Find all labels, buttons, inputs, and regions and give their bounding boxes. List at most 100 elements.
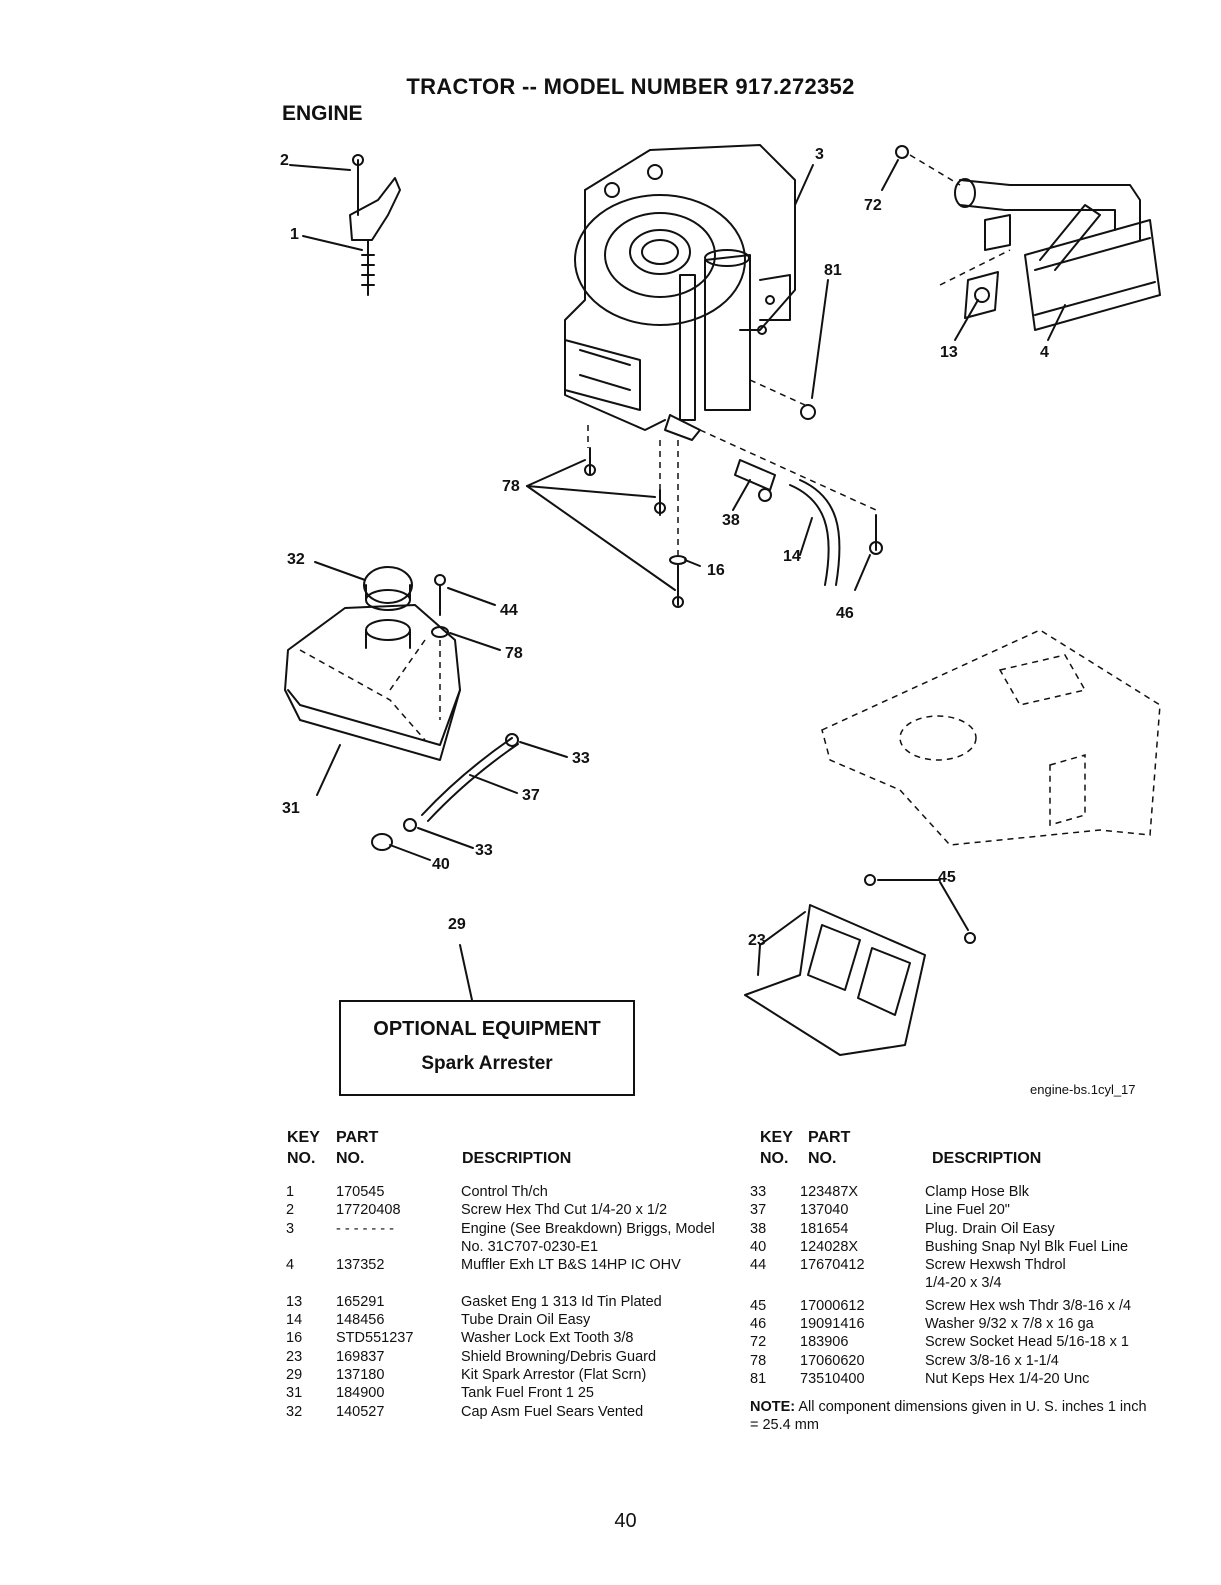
key-no: 13: [286, 1293, 303, 1310]
callout-32: 32: [287, 551, 305, 568]
description: Plug. Drain Oil Easy: [925, 1220, 1055, 1237]
muffler-part: [954, 178, 1161, 331]
key-no: 33: [750, 1184, 767, 1200]
note-label: NOTE:: [750, 1399, 796, 1415]
key-label-1: KEY: [287, 1129, 320, 1146]
part-no: 181654: [800, 1220, 849, 1237]
key-no: 38: [750, 1220, 767, 1237]
key-no: 3: [286, 1220, 295, 1237]
description: Cap Asm Fuel Sears Vented: [461, 1403, 644, 1420]
key-no: 31: [286, 1385, 303, 1402]
description: Tube Drain Oil Easy: [461, 1312, 591, 1329]
mounting-bolts: [584, 447, 883, 608]
left-key-header: KEY NO.: [287, 1127, 320, 1169]
fuel-tank-part: [284, 604, 461, 761]
key-no: 4: [286, 1257, 295, 1274]
part-no: 17670412: [800, 1257, 865, 1274]
right-part-header: PART NO.: [808, 1127, 850, 1169]
callout-38: 38: [722, 512, 740, 529]
part-label-2: NO.: [808, 1150, 837, 1167]
note-text: All component dimensions given in U. S. …: [750, 1399, 1147, 1433]
callout-40: 40: [432, 856, 450, 873]
description: Bushing Snap Nyl Blk Fuel Line: [925, 1238, 1129, 1255]
part-no: - - - - - - -: [336, 1220, 394, 1237]
callout-14: 14: [783, 548, 801, 565]
part-label-2: NO.: [336, 1150, 365, 1167]
part-no: 165291: [336, 1293, 385, 1310]
part-no: 137180: [336, 1366, 385, 1383]
key-no: 45: [750, 1297, 767, 1314]
description: Line Fuel 20": [925, 1202, 1010, 1219]
callout-1: 1: [290, 226, 299, 243]
dimension-note: NOTE: All component dimensions given in …: [750, 1398, 1150, 1434]
key-no: 37: [750, 1202, 767, 1219]
table-row: 38 181654 Plug. Drain Oil Easy: [750, 1220, 1190, 1238]
left-part-header: PART NO.: [336, 1127, 378, 1169]
description: Clamp Hose Blk: [925, 1184, 1029, 1200]
key-no: 1: [286, 1184, 295, 1200]
description: Engine (See Breakdown) Briggs, Model No.…: [461, 1220, 715, 1255]
callout-31: 31: [282, 800, 300, 817]
key-no: 40: [750, 1238, 767, 1255]
gasket-part: [964, 271, 999, 319]
key-no: 16: [286, 1330, 303, 1347]
description: Washer Lock Ext Tooth 3/8: [461, 1330, 634, 1347]
description: Washer 9/32 x 7/8 x 16 ga: [925, 1316, 1094, 1333]
callout-44: 44: [500, 602, 518, 619]
table-row: 16 STD551237 Washer Lock Ext Tooth 3/8: [286, 1329, 746, 1347]
description: Kit Spark Arrestor (Flat Scrn): [461, 1366, 647, 1383]
figure-reference: engine-bs.1cyl_17: [1030, 1082, 1136, 1097]
part-no: 17060620: [800, 1352, 865, 1369]
key-no: 46: [750, 1316, 767, 1333]
section-heading: ENGINE: [282, 102, 363, 125]
description: Shield Browning/Debris Guard: [461, 1348, 657, 1365]
optional-equipment-item: Spark Arrester: [421, 1053, 553, 1074]
description: Screw Hex Thd Cut 1/4-20 x 1/2: [461, 1202, 668, 1219]
part-no: 183906: [800, 1334, 849, 1351]
optional-equipment-heading: OPTIONAL EQUIPMENT: [373, 1018, 601, 1040]
part-label-1: PART: [808, 1129, 851, 1146]
table-row: 13 165291 Gasket Eng 1 313 Id Tin Plated: [286, 1293, 746, 1311]
callout-4: 4: [1040, 344, 1049, 361]
part-no: 170545: [336, 1184, 385, 1200]
key-no: 81: [750, 1370, 767, 1387]
key-no: 29: [286, 1366, 303, 1383]
callout-78-b: 46: [836, 605, 854, 622]
description: Screw Socket Head 5/16-18 x 1: [925, 1334, 1129, 1351]
key-label-2: NO.: [287, 1150, 316, 1167]
part-no: 148456: [336, 1312, 385, 1329]
callout-33-b: 33: [475, 842, 493, 859]
part-no: 137040: [800, 1202, 849, 1219]
description: Gasket Eng 1 313 Id Tin Plated: [461, 1293, 662, 1310]
right-desc-header: DESCRIPTION: [932, 1150, 1042, 1167]
right-key-header: KEY NO.: [760, 1127, 793, 1169]
callout-37: 37: [522, 787, 540, 804]
description: Control Th/ch: [461, 1184, 548, 1200]
part-no: 73510400: [800, 1370, 865, 1387]
part-no: STD551237: [336, 1330, 414, 1347]
engine-block: [564, 144, 796, 441]
table-row: 72 183906 Screw Socket Head 5/16-18 x 1: [750, 1333, 1190, 1351]
description: Muffler Exh LT B&S 14HP IC OHV: [461, 1257, 681, 1274]
part-label-1: PART: [336, 1129, 379, 1146]
callout-46: 78: [505, 645, 523, 662]
callout-3: 3: [815, 146, 824, 163]
table-row: 1 170545 Control Th/ch: [286, 1183, 746, 1201]
table-row: 3 - - - - - - - Engine (See Breakdown) Bri…: [286, 1220, 746, 1257]
table-row: 29 137180 Kit Spark Arrestor (Flat Scrn): [286, 1366, 746, 1384]
key-no: 72: [750, 1334, 767, 1351]
description: Screw Hex wsh Thdr 3/8-16 x /4: [925, 1297, 1132, 1314]
debris-shield-part: [744, 904, 926, 1056]
callout-13: 13: [940, 344, 958, 361]
chassis-frame: [821, 629, 1161, 846]
table-row: 37 137040 Line Fuel 20": [750, 1201, 1190, 1219]
